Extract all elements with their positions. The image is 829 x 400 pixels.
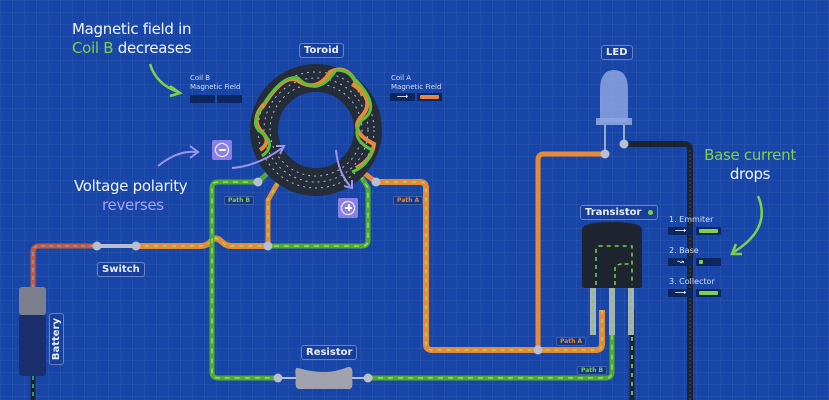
label-resistor: Resistor (301, 345, 358, 360)
annotation-base-current: Base current drops (704, 146, 796, 184)
coil-a-title-line: Coil A (391, 74, 412, 82)
pin-label: 1. Emmiter (669, 215, 714, 224)
pin-direction-indicator: ⟶ (668, 289, 693, 297)
wire-led-anode (535, 151, 605, 350)
pin-level-bar (696, 227, 721, 235)
pin-level-fill (699, 291, 718, 295)
pin-level-bar (696, 258, 721, 266)
wire-path-a-left (136, 235, 268, 249)
coil-a-level-fill (420, 95, 439, 99)
annotation-line: Voltage polarity (74, 177, 188, 195)
status-dot (647, 209, 653, 215)
plus-icon (338, 198, 358, 218)
pin-label: 3. Collector (669, 277, 715, 286)
resistor (278, 366, 368, 390)
pin-level-bar (696, 289, 721, 297)
arrow-voltage-note (157, 150, 197, 167)
arrow-right-icon: ⟶ (674, 288, 687, 297)
path-tag-b: Path B (224, 196, 255, 205)
arrow-out-toroid (335, 149, 351, 187)
arrow-right-icon: ⟶ (396, 92, 409, 101)
arrow-right-icon: ⟶ (674, 226, 687, 235)
wire-battery-switch (30, 243, 97, 288)
pin-direction-indicator: ⟶ (668, 227, 693, 235)
pin-label: 2. Base (669, 246, 699, 255)
coil-b-title-line: Coil B (190, 74, 211, 82)
annotation-highlight: Base current (704, 146, 796, 164)
annotation-magnetic-field: Magnetic field in Coil B decreases (72, 20, 191, 58)
annotation-line: drops (729, 165, 771, 183)
coil-b-title-line: Magnetic Field (190, 83, 241, 91)
label-switch: Switch (97, 262, 145, 277)
coil-b-direction-indicator (190, 95, 215, 103)
label-transistor-text: Transistor (585, 207, 642, 218)
label-toroid: Toroid (299, 43, 344, 58)
led (596, 70, 632, 154)
annotation-highlight: reverses (102, 196, 164, 214)
coil-a-direction-indicator: ⟶ (390, 93, 415, 101)
transistor (582, 222, 642, 335)
annotation-line: decreases (113, 39, 192, 57)
minus-icon (212, 140, 232, 160)
pin-level-fill (699, 260, 703, 264)
pin-direction-indicator: ↝ (668, 258, 693, 266)
annotation-highlight: Coil B (72, 39, 114, 57)
toroid (250, 64, 382, 196)
battery (19, 287, 46, 376)
coil-b-level-bar (217, 95, 242, 103)
path-tag-a: Path A (393, 196, 424, 205)
pin-level-fill (699, 229, 718, 233)
annotation-voltage-polarity: Voltage polarity reverses (74, 177, 188, 215)
path-tag-b: Path B (577, 366, 608, 375)
coil-a-title: Coil A Magnetic Field (391, 74, 441, 92)
wire-path-a-right (376, 179, 605, 353)
coil-a-title-line: Magnetic Field (391, 83, 442, 91)
wavy-arrow-icon: ↝ (677, 257, 684, 266)
coil-a-level-bar (417, 93, 442, 101)
coil-b-title: Coil B Magnetic Field (190, 74, 240, 92)
path-tag-a: Path A (556, 337, 587, 346)
label-battery: Battery (49, 313, 64, 366)
label-transistor: Transistor (580, 205, 658, 220)
annotation-line: Magnetic field in (72, 20, 192, 38)
label-led: LED (601, 45, 633, 60)
arrow-into-toroid (231, 147, 283, 169)
wire-led-cathode (624, 141, 693, 400)
arrow-base-note (733, 195, 763, 254)
junction-nodes (92, 139, 629, 383)
